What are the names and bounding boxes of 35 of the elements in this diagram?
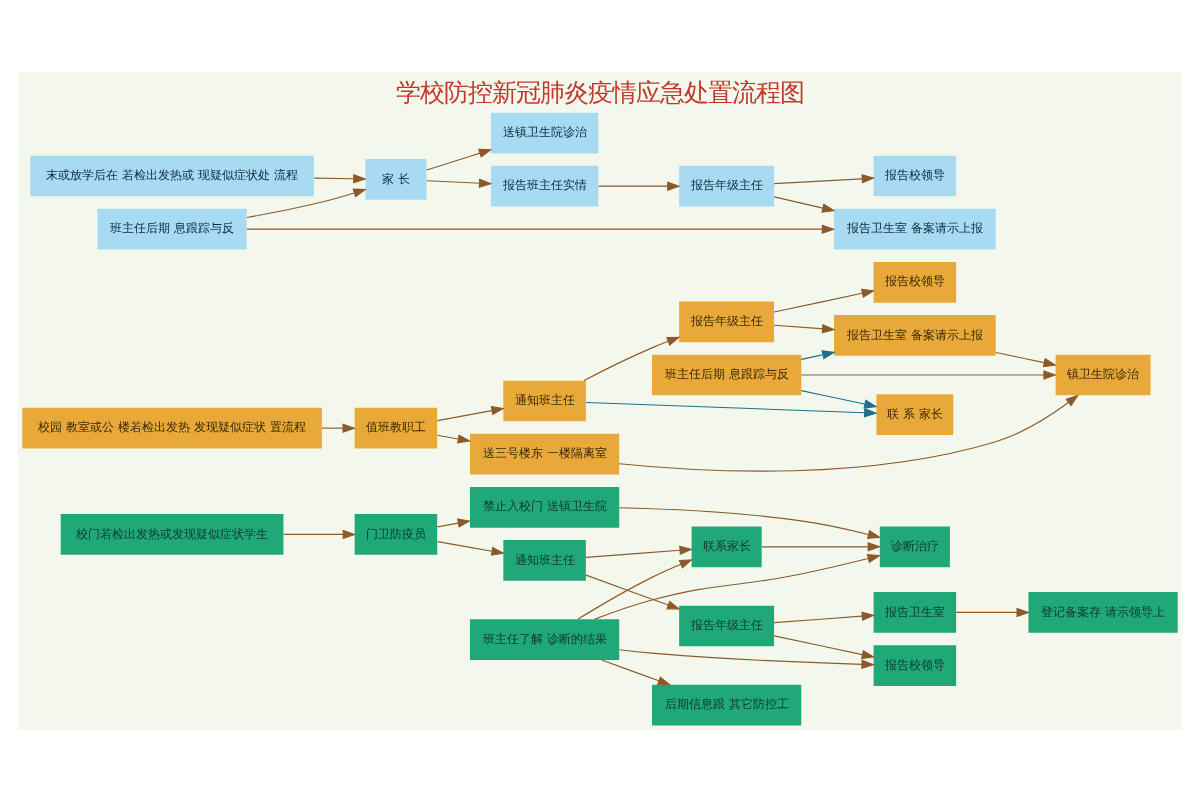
arrow [436,517,472,527]
arrow [577,558,693,619]
arrow [436,433,472,443]
arrow [436,404,505,421]
arrow [773,287,876,312]
arrow [618,648,876,669]
arrow [800,349,836,359]
arrow [313,173,367,183]
arrow [601,658,672,685]
arrow [773,173,876,184]
arrow [618,393,1080,471]
diagram-title: 学校防控新冠肺炎疫情应急处置流程图 [396,75,804,106]
arrow [321,422,357,432]
arrow [583,335,681,380]
arrow [773,634,876,659]
arrow [773,195,836,212]
arrow [585,400,878,417]
arrow [283,528,357,539]
arrow [585,544,694,557]
arrow [594,553,882,619]
arrow [426,177,493,187]
arrow [955,606,1031,617]
arrow [246,223,836,233]
arrow [773,323,836,333]
arrow [436,540,505,555]
arrow [761,541,882,551]
arrow [773,610,876,623]
arrow [585,573,681,609]
arrow [800,369,1057,379]
arrow [426,147,493,170]
arrow [995,350,1058,367]
arrow [618,506,882,538]
arrow [800,389,878,408]
arrow [598,180,681,190]
arrow [246,187,367,218]
